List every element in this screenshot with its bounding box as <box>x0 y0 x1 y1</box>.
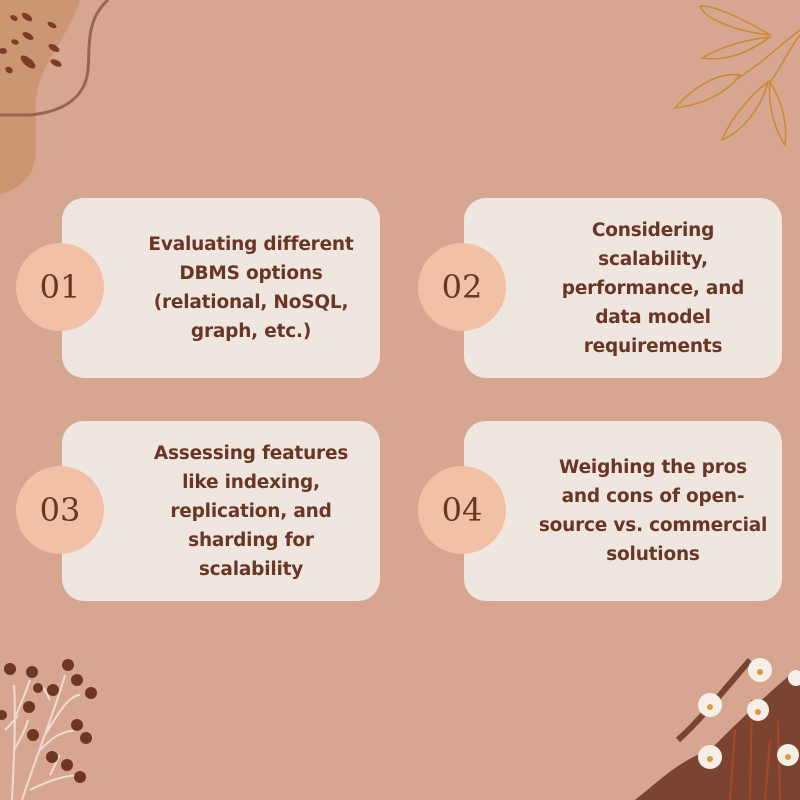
flower-sprig-decoration <box>0 659 97 800</box>
step-number-badge: 03 <box>16 466 104 554</box>
step-text: Evaluating different DBMS options (relat… <box>148 234 354 342</box>
step-card-2: Considering scalability, performance, an… <box>464 198 782 378</box>
step-card-1: Evaluating different DBMS options (relat… <box>62 198 380 378</box>
abstract-blob-decoration <box>0 0 110 195</box>
step-number-badge: 01 <box>16 243 104 331</box>
gold-leaf-decoration <box>673 5 800 148</box>
daisy-hill-decoration <box>635 658 800 800</box>
step-card-4: Weighing the pros and cons of open-sourc… <box>464 421 782 601</box>
step-number-badge: 04 <box>418 466 506 554</box>
step-number-badge: 02 <box>418 243 506 331</box>
step-card-3: Assessing features like indexing, replic… <box>62 421 380 601</box>
step-text: Weighing the pros and cons of open-sourc… <box>538 457 768 565</box>
step-text: Considering scalability, performance, an… <box>561 219 745 357</box>
step-text: Assessing features like indexing, replic… <box>153 442 349 580</box>
